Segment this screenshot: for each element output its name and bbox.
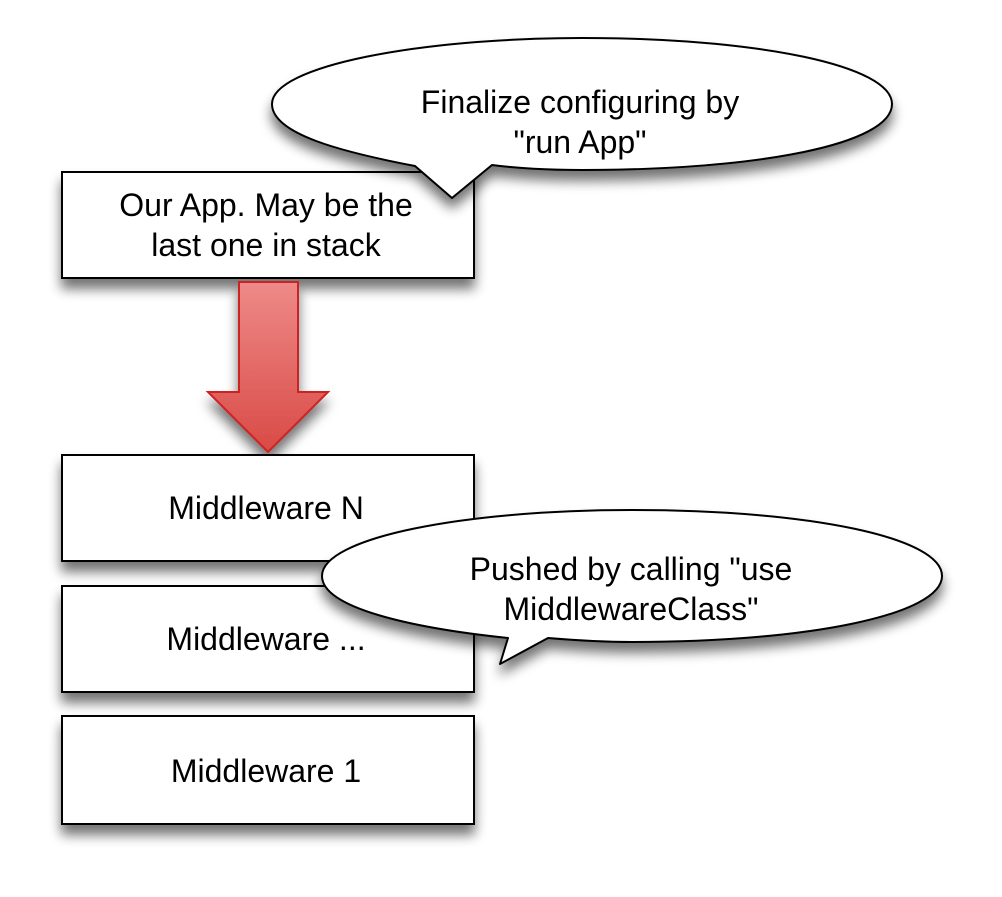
- middleware-mid-label: Middleware ...: [166, 621, 365, 657]
- use-middleware-callout-line1: Pushed by calling "use: [470, 551, 793, 587]
- app-box-line2: last one in stack: [151, 227, 381, 263]
- run-app-callout-line1: Finalize configuring by: [421, 84, 739, 120]
- app-box: [61, 171, 475, 279]
- middleware-box-1: [61, 715, 475, 825]
- down-arrow-icon: [205, 281, 331, 454]
- run-app-callout-line2: "run App": [513, 124, 646, 160]
- middleware-n-label: Middleware N: [168, 490, 364, 526]
- use-middleware-callout: [321, 509, 943, 665]
- run-app-callout: [271, 37, 893, 199]
- use-middleware-callout-line2: MiddlewareClass": [504, 591, 759, 627]
- app-box-line1: Our App. May be the: [119, 187, 413, 223]
- middleware-1-label: Middleware 1: [171, 753, 361, 789]
